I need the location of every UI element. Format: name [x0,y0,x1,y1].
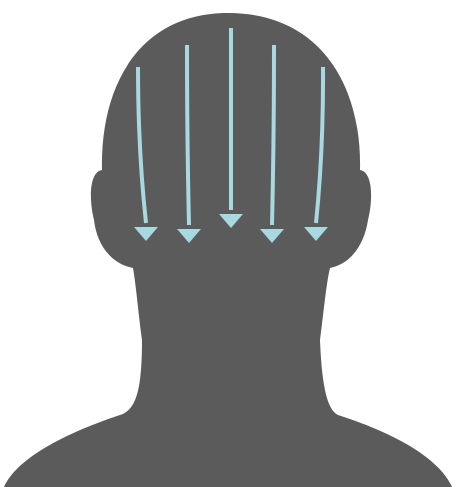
arrow-shaft [187,45,189,225]
arrow-shaft [272,45,274,225]
head-silhouette [4,13,452,487]
